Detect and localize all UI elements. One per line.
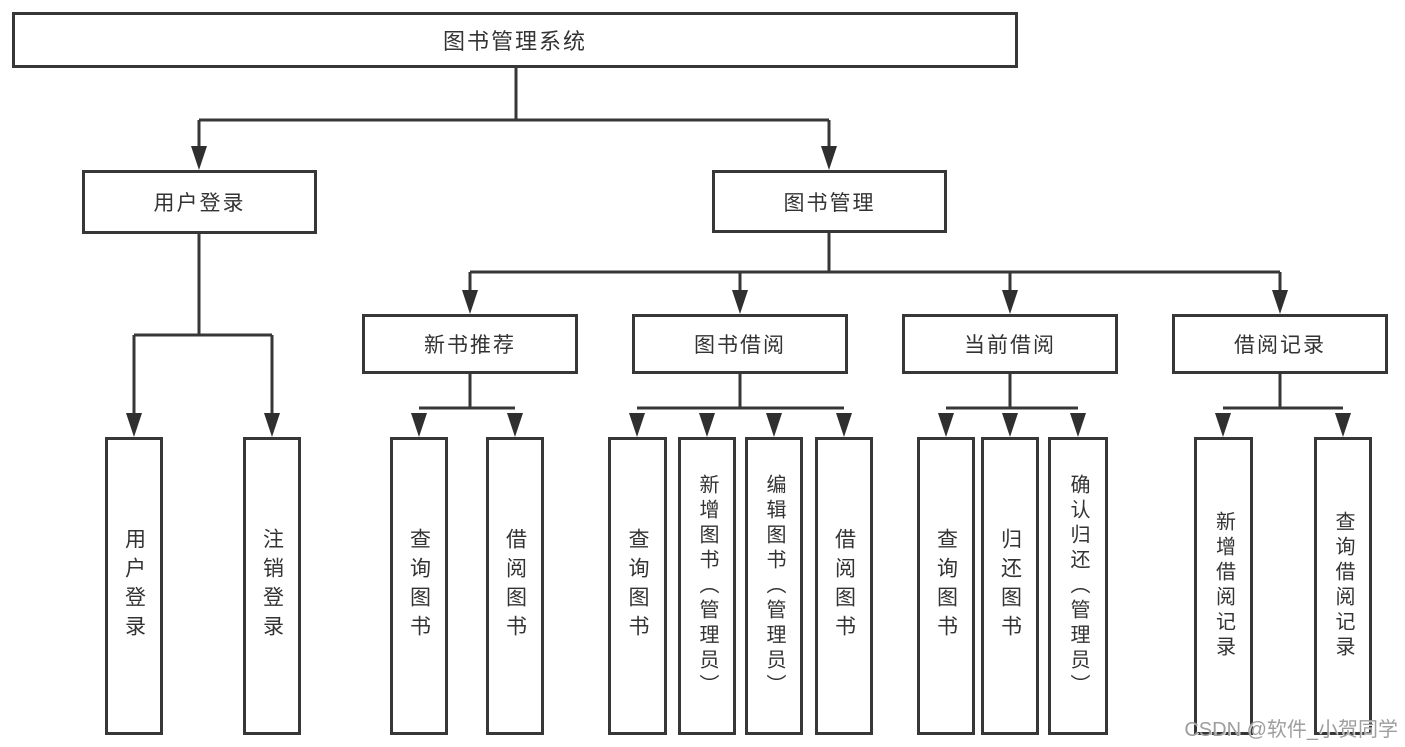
leaf-borrow-query-label: 查询图书 xyxy=(626,528,649,644)
csdn-watermark: CSDN @软件_小贺同学 xyxy=(1184,719,1398,741)
leaf-newbook-borrow: 借阅图书 xyxy=(486,437,544,735)
leaf-borrow-add-admin: 新增图书（管理员） xyxy=(678,437,736,735)
node-book-mgmt: 图书管理 xyxy=(712,170,947,233)
leaf-newbook-query: 查询图书 xyxy=(390,437,448,735)
leaf-borrow-query: 查询图书 xyxy=(608,437,667,735)
node-book-borrow-label: 图书借阅 xyxy=(694,334,786,357)
leaf-borrow-edit-admin-label: 编辑图书（管理员） xyxy=(763,473,785,699)
leaf-logout-label: 注销登录 xyxy=(260,528,284,644)
leaf-user-login-label: 用户登录 xyxy=(122,528,146,644)
leaf-record-add: 新增借阅记录 xyxy=(1194,437,1253,735)
leaf-borrow-book: 借阅图书 xyxy=(815,437,873,735)
leaf-current-confirm-admin: 确认归还（管理员） xyxy=(1048,437,1108,735)
node-user-login: 用户登录 xyxy=(82,170,317,234)
leaf-logout: 注销登录 xyxy=(243,437,301,735)
leaf-current-return-label: 归还图书 xyxy=(998,528,1022,644)
leaf-current-query-label: 查询图书 xyxy=(934,528,958,644)
leaf-user-login: 用户登录 xyxy=(105,437,163,735)
node-borrow-record-label: 借阅记录 xyxy=(1234,334,1326,357)
leaf-current-query: 查询图书 xyxy=(917,437,975,735)
node-new-book-recommend: 新书推荐 xyxy=(362,314,578,374)
leaf-newbook-query-label: 查询图书 xyxy=(407,528,431,644)
leaf-newbook-borrow-label: 借阅图书 xyxy=(503,528,527,644)
node-borrow-record: 借阅记录 xyxy=(1172,314,1388,374)
node-root: 图书管理系统 xyxy=(12,12,1018,68)
leaf-current-confirm-admin-label: 确认归还（管理员） xyxy=(1067,473,1089,699)
node-user-login-label: 用户登录 xyxy=(153,192,246,215)
leaf-borrow-book-label: 借阅图书 xyxy=(832,528,856,644)
leaf-borrow-add-admin-label: 新增图书（管理员） xyxy=(696,473,718,699)
leaf-record-query: 查询借阅记录 xyxy=(1314,437,1372,735)
leaf-borrow-edit-admin: 编辑图书（管理员） xyxy=(745,437,803,735)
leaf-current-return: 归还图书 xyxy=(981,437,1039,735)
node-new-book-recommend-label: 新书推荐 xyxy=(424,334,516,357)
node-root-label: 图书管理系统 xyxy=(442,29,587,54)
node-current-borrow: 当前借阅 xyxy=(902,314,1118,374)
leaf-record-add-label: 新增借阅记录 xyxy=(1212,511,1235,661)
node-current-borrow-label: 当前借阅 xyxy=(964,334,1056,357)
node-book-borrow: 图书借阅 xyxy=(632,314,848,374)
node-book-mgmt-label: 图书管理 xyxy=(783,191,876,215)
leaf-record-query-label: 查询借阅记录 xyxy=(1332,511,1354,661)
